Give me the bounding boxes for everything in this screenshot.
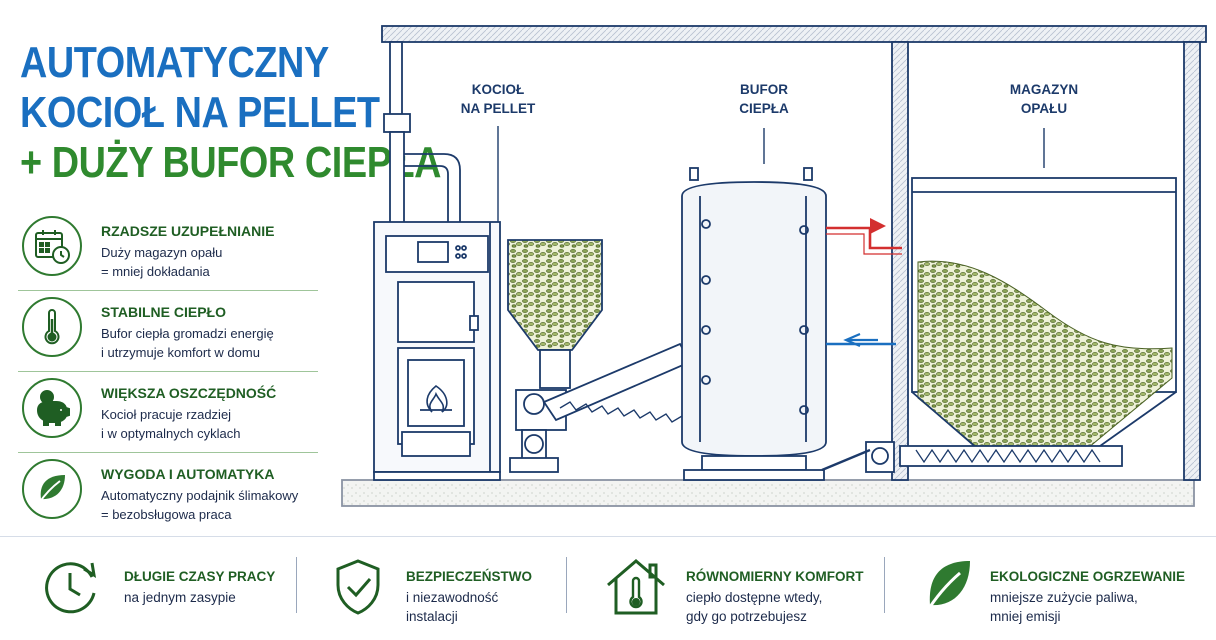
boiler-hopper [507, 239, 603, 473]
feature-list: RZADSZE UZUPEŁNIANIE Duży magazyn opału=… [18, 210, 318, 534]
benefit-item: RÓWNOMIERNY KOMFORT ciepło dostępne wted… [604, 551, 874, 627]
floor-slab [341, 479, 1195, 507]
benefit-title: DŁUGIE CZASY PRACY [124, 569, 276, 584]
title-line-3: + DUŻY BUFOR CIEPŁA [20, 138, 442, 187]
feature-item: STABILNE CIEPŁO Bufor ciepła gromadzi en… [18, 291, 318, 372]
feature-title: RZADSZE UZUPEŁNIANIE [101, 223, 275, 239]
piggy-bank-icon [22, 378, 82, 438]
benefit-title: BEZPIECZEŃSTWO [406, 569, 533, 584]
pellet-boiler [373, 221, 501, 481]
feature-item: WIĘKSZA OSZCZĘDNOŚĆ Kocioł pracuje rzadz… [18, 372, 318, 453]
leaf-icon [924, 561, 970, 614]
chimney-flue [383, 41, 461, 225]
shield-check-icon [336, 559, 380, 615]
feature-title: STABILNE CIEPŁO [101, 304, 226, 320]
feature-title: WIĘKSZA OSZCZĘDNOŚĆ [101, 385, 277, 401]
feature-desc: Automatyczny podajnik ślimakowy= bezobsł… [101, 488, 299, 522]
wall-divider [891, 41, 1201, 481]
heat-buffer-tank [681, 167, 827, 481]
tank-ports [701, 219, 809, 415]
ceiling-beam [381, 25, 1207, 43]
feature-item: RZADSZE UZUPEŁNIANIE Duży magazyn opału=… [18, 210, 318, 291]
benefit-desc: na jednym zasypie [124, 590, 236, 605]
benefit-desc: ciepło dostępne wtedy,gdy go potrzebujes… [686, 590, 823, 624]
clock-cycle-icon [45, 562, 97, 614]
benefit-desc: mniejsze zużycie paliwa,mniej emisji [990, 590, 1138, 624]
thermometer-icon [22, 297, 82, 357]
separator [884, 557, 885, 613]
benefit-title: RÓWNOMIERNY KOMFORT [686, 569, 864, 584]
benefit-item: DŁUGIE CZASY PRACY na jednym zasypie [40, 551, 290, 627]
title-line-1: AUTOMATYCZNY [20, 38, 329, 87]
title-line-2: KOCIOŁ NA PELLET [20, 88, 380, 137]
separator [566, 557, 567, 613]
feature-desc: Duży magazyn opału= mniej dokładania [101, 245, 223, 279]
benefits-strip: DŁUGIE CZASY PRACY na jednym zasypie BEZ… [0, 536, 1216, 640]
benefit-item: EKOLOGICZNE OGRZEWANIE mniejsze zużycie … [916, 551, 1206, 627]
leaf-icon [22, 459, 82, 519]
title-block: AUTOMATYCZNY KOCIOŁ NA PELLET + DUŻY BUF… [20, 38, 442, 188]
feature-item: WYGODA I AUTOMATYKA Automatyczny podajni… [18, 453, 318, 534]
flame-icon [426, 385, 448, 413]
feature-title: WYGODA I AUTOMATYKA [101, 466, 275, 482]
fuel-storage-bin [911, 177, 1177, 457]
benefit-title: EKOLOGICZNE OGRZEWANIE [990, 569, 1186, 584]
calendar-clock-icon [22, 216, 82, 276]
hot-water-outlet-arrow [826, 218, 902, 255]
cold-water-inlet-arrow [826, 332, 896, 348]
house-thermometer-icon [607, 559, 665, 615]
separator [296, 557, 297, 613]
storage-auger [821, 441, 1123, 473]
